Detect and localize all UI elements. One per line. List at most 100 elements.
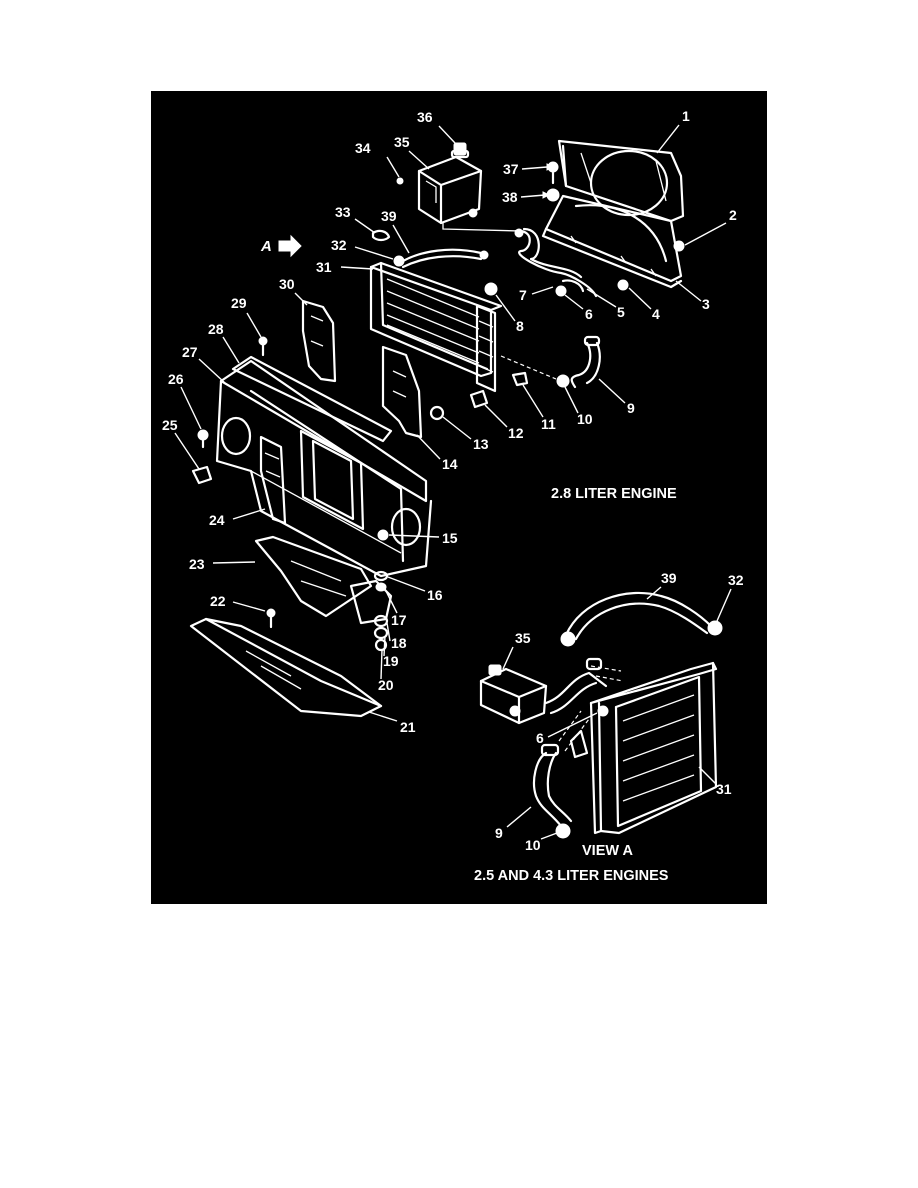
insulator-17 [375,582,387,592]
callout-20: 20 [378,677,394,693]
callout-17: 17 [391,612,407,628]
callouts-view-a: 39 32 35 6 31 9 10 [495,570,744,853]
bracket-23-ribs [290,560,347,597]
cooling-system-exploded-diagram: A 1 2 3 4 5 6 7 8 9 10 11 12 13 14 15 16… [162,108,744,884]
radiator-cap-8 [484,282,498,296]
callout-14: 14 [442,456,458,472]
baffle-30 [301,299,337,383]
view-a-callout-6: 6 [536,730,544,746]
clamp-5 [561,279,585,293]
callout-7: 7 [519,287,527,303]
callout-39: 39 [381,208,397,224]
bracket-23 [254,535,373,618]
caption-view-a-engines: 2.5 AND 4.3 LITER ENGINES [474,868,669,884]
view-a-callout-31: 31 [716,781,732,797]
lower-deflector-21 [189,617,383,718]
view-a-clamp-10 [555,823,571,839]
insulator-16 [373,570,389,582]
callout-22: 22 [210,593,226,609]
callout-33: 33 [335,204,351,220]
callout-28: 28 [208,321,224,337]
callout-27: 27 [182,344,198,360]
view-a-radiator [589,661,718,835]
baffle-14-ribs [392,370,407,398]
reservoir-line [442,223,522,232]
callout-31: 31 [316,259,332,275]
callout-35: 35 [394,134,410,150]
screw-reservoir [468,208,478,218]
drain-cock-11 [511,371,529,387]
callout-36: 36 [417,109,433,125]
clamp-33 [371,229,391,242]
callout-34: 34 [355,140,371,156]
callout-11: 11 [541,416,556,432]
callout-32: 32 [331,237,347,253]
view-a-arrow-icon [278,234,302,258]
reservoir-cap [450,142,470,159]
lower-hose [570,335,601,389]
view-a-hose-39 [560,591,723,647]
radiator [369,261,503,393]
diagram-panel: A 1 2 3 4 5 6 7 8 9 10 11 12 13 14 15 16… [151,91,767,904]
bolt-26 [197,429,209,449]
washer-19 [373,626,389,640]
callout-12: 12 [508,425,524,441]
bolt-2 [673,240,685,252]
callout-10: 10 [577,411,593,427]
clamp-10 [556,374,570,388]
callout-2: 2 [729,207,737,223]
callout-3: 3 [702,296,710,312]
callout-8: 8 [516,318,524,334]
callout-15: 15 [442,530,458,546]
fastener-4 [617,279,629,291]
callout-9: 9 [627,400,635,416]
clamp-6 [555,285,567,297]
view-a-callout-39: 39 [661,570,677,586]
callout-38: 38 [502,189,518,205]
fan-shroud-lower [541,194,683,289]
caption-main-view: 2.8 LITER ENGINE [551,486,677,502]
callout-4: 4 [652,306,660,322]
view-a-callout-9: 9 [495,825,503,841]
callout-16: 16 [427,587,443,603]
radiator-support [215,359,433,578]
hose-alignment-line [500,355,557,380]
baffle-30-ribs [310,315,324,347]
insulator-18 [373,614,389,628]
callout-25: 25 [162,417,178,433]
callout-1: 1 [682,108,690,124]
overflow-hose [393,248,489,269]
bracket-12 [469,389,489,409]
callout-6: 6 [585,306,593,322]
bracket-24-ribs [264,452,281,478]
insulator-28 [231,355,393,443]
nut-20 [374,638,388,652]
view-a-callout-35: 35 [515,630,531,646]
bolt-22 [266,608,276,629]
callout-13: 13 [473,436,489,452]
bracket-24 [259,435,287,525]
deflector-21-ribs [245,650,302,690]
callouts-main: 1 2 3 4 5 6 7 8 9 10 11 12 13 14 15 16 1… [162,108,737,735]
callout-19: 19 [383,653,399,669]
radiator-hose-7 [514,227,598,298]
callout-5: 5 [617,304,625,320]
caption-view-a: VIEW A [582,843,634,859]
grommet-13 [429,405,445,421]
callout-26: 26 [168,371,184,387]
callout-29: 29 [231,295,247,311]
view-a-callout-10: 10 [525,837,541,853]
view-a-upper-hose [544,657,624,715]
callout-18: 18 [391,635,407,651]
callout-23: 23 [189,556,205,572]
callout-21: 21 [400,719,416,735]
view-a-marker: A [260,238,272,255]
view-a-clamp-6 [597,705,609,717]
mount-bracket-16 [349,579,393,625]
baffle-14 [381,345,423,439]
bolt-15 [377,529,389,541]
view-a-lower-hose-9 [532,710,590,828]
fastener-34 [396,177,404,185]
callout-24: 24 [209,512,225,528]
callout-37: 37 [503,161,519,177]
